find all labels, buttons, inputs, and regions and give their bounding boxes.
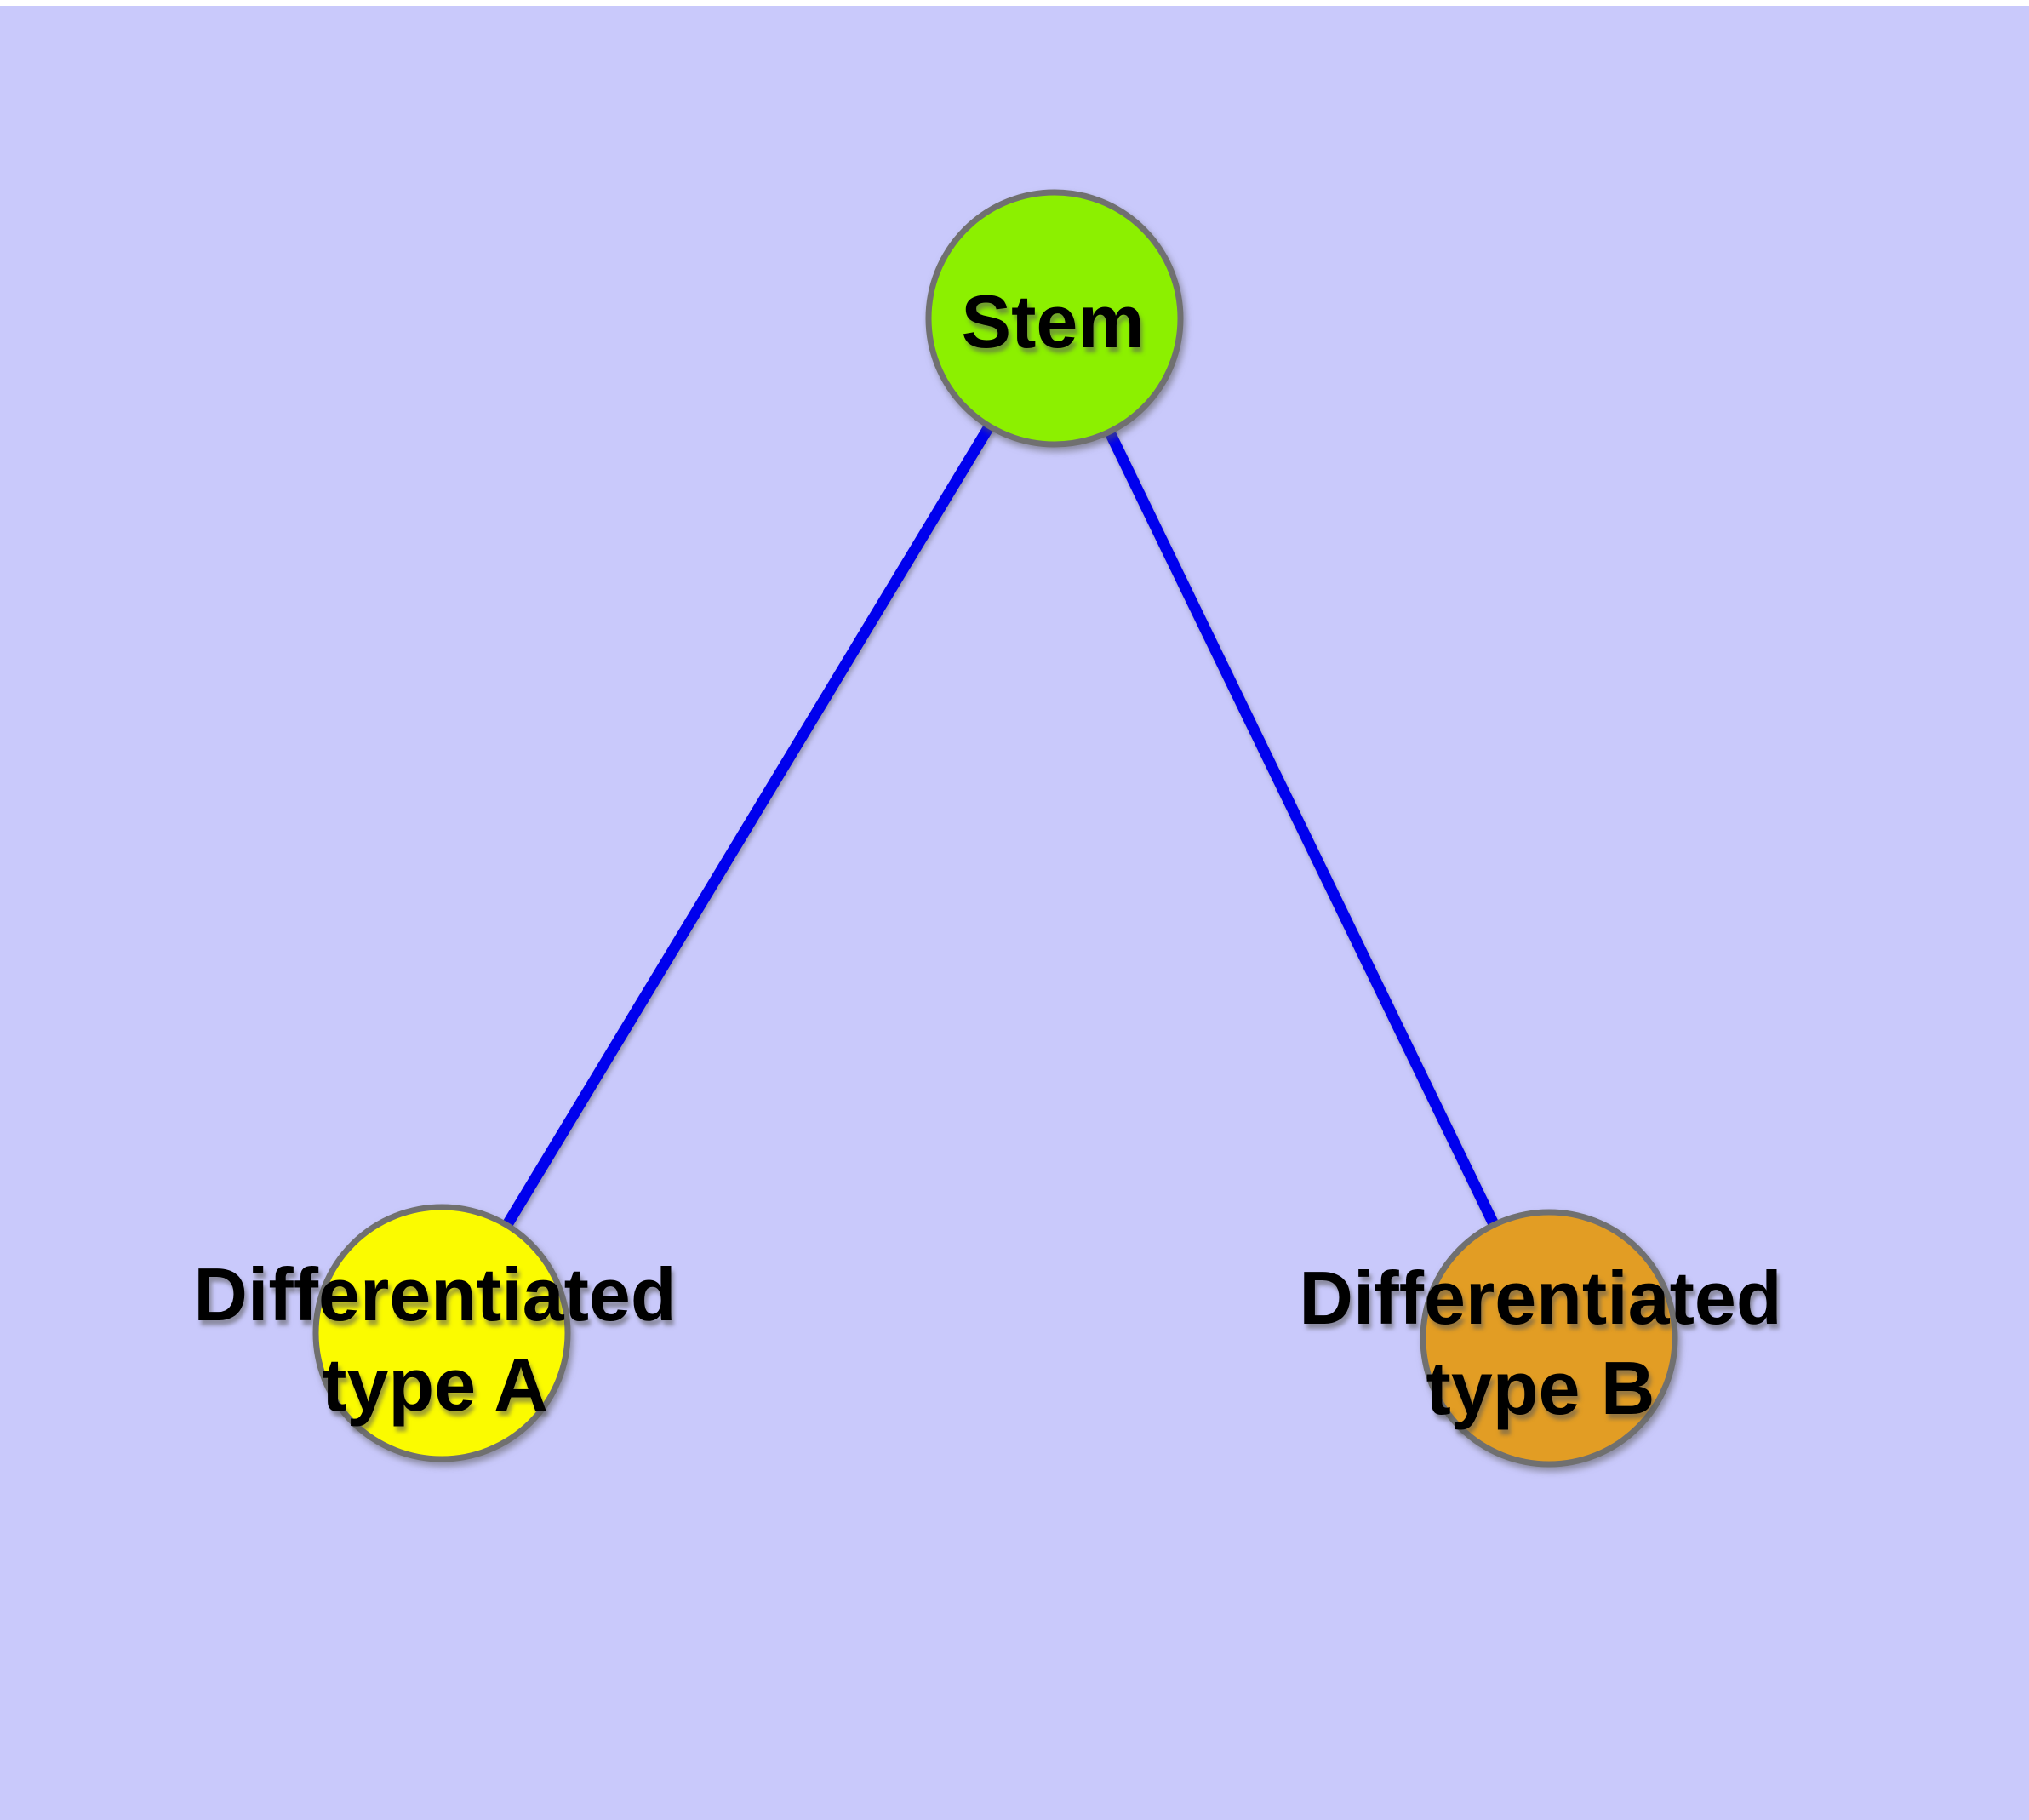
edge-stem-to-type-b (1049, 316, 1554, 1341)
top-margin-strip (0, 0, 2029, 6)
stem-node-circle[interactable] (925, 189, 1184, 448)
edges-group (437, 315, 1554, 1341)
differentiated-type-b-node-circle[interactable] (1420, 1209, 1678, 1468)
differentiated-type-a-node-circle[interactable] (312, 1204, 571, 1462)
edge-stem-to-type-a (437, 315, 1060, 1336)
